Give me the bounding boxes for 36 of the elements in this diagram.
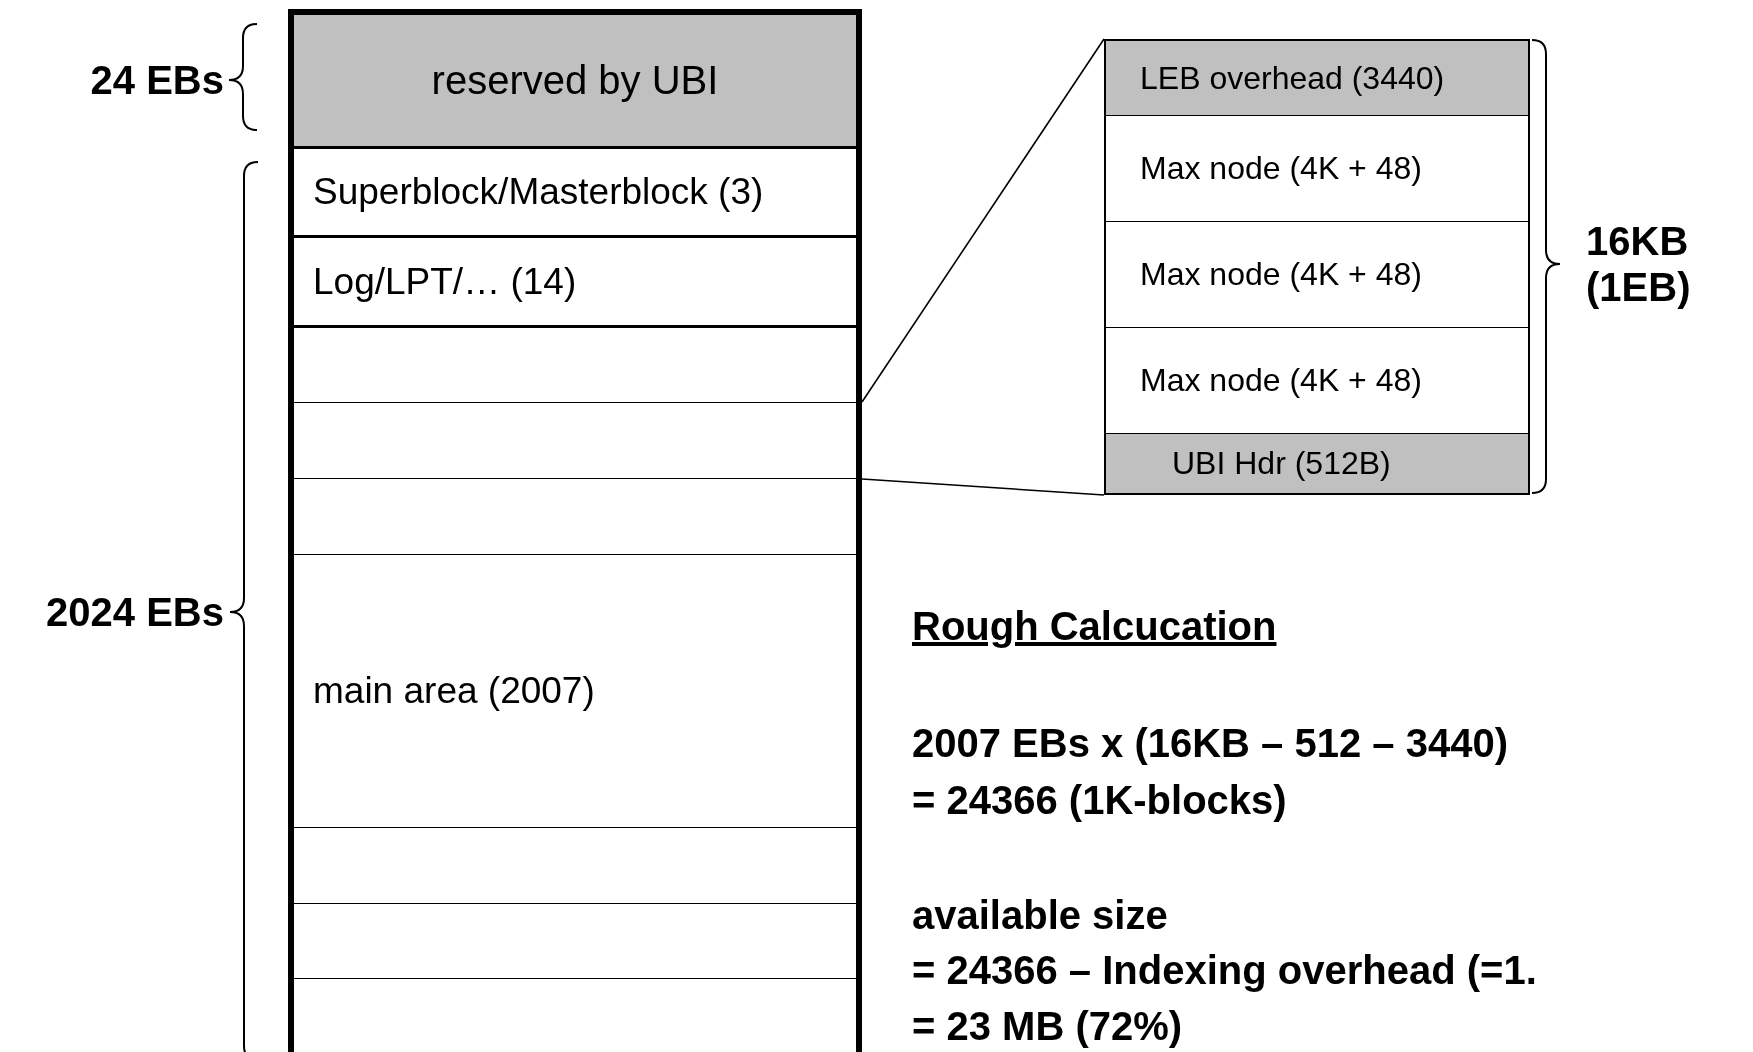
memory-block (288, 402, 862, 479)
memory-block (288, 903, 862, 979)
memory-block (288, 325, 862, 403)
memory-block (288, 235, 862, 328)
block-label: Max node (4K + 48) (1140, 256, 1422, 293)
section-heading: Rough Calcucation (912, 603, 1277, 649)
memory-block (288, 978, 862, 1052)
memory-block (1104, 39, 1530, 116)
size-label: 2024 EBs (46, 589, 224, 635)
memory-block (288, 146, 862, 238)
memory-block (288, 827, 862, 904)
memory-block (288, 554, 862, 828)
block-label: Log/LPT/… (14) (313, 260, 577, 303)
zoom-line (861, 38, 1105, 403)
block-label: main area (2007) (313, 670, 595, 712)
memory-block (288, 9, 862, 149)
block-label: Max node (4K + 48) (1140, 150, 1422, 187)
calculation-text: = 24366 (1K-blocks) (912, 777, 1287, 823)
memory-block (1104, 327, 1530, 434)
block-label: Max node (4K + 48) (1140, 362, 1422, 399)
calculation-text: = 23 MB (72%) (912, 1003, 1183, 1049)
size-label: 24 EBs (90, 57, 224, 103)
zoom-line (861, 478, 1105, 496)
size-label: 16KB (1EB) (1586, 218, 1692, 310)
block-detail-panel (1104, 39, 1530, 495)
block-label: Superblock/Masterblock (3) (313, 171, 764, 213)
calculation-text: available size (912, 892, 1168, 938)
block-label: reserved by UBI (431, 58, 719, 103)
calculation-text: = 24366 – Indexing overhead (=1. (912, 947, 1537, 993)
block-label: UBI Hdr (512B) (1172, 445, 1391, 482)
calculation-text: 2007 EBs x (16KB – 512 – 3440) (912, 720, 1508, 766)
memory-block (1104, 433, 1530, 495)
memory-block (1104, 115, 1530, 222)
memory-block (1104, 221, 1530, 328)
memory-block (288, 478, 862, 555)
block-label: LEB overhead (3440) (1140, 59, 1445, 97)
